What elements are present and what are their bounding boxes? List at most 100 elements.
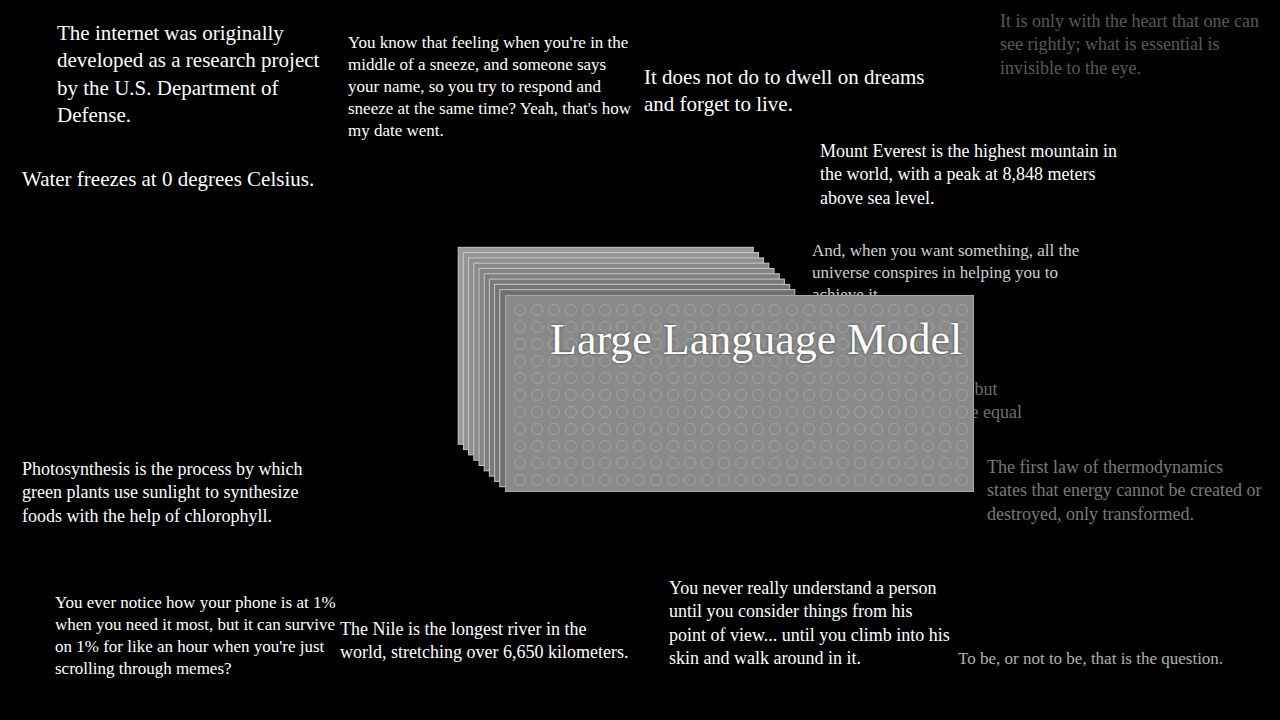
neuron-dot <box>532 441 543 452</box>
neuron-dot <box>838 373 849 384</box>
neuron-dot <box>634 305 645 316</box>
neuron-dot <box>838 458 849 469</box>
neuron-dot <box>753 373 764 384</box>
neuron-dot <box>702 373 713 384</box>
neuron-dot <box>668 305 679 316</box>
neuron-dot <box>889 441 900 452</box>
neuron-dot <box>702 407 713 418</box>
neuron-dot <box>753 424 764 435</box>
neuron-dot <box>855 305 866 316</box>
neuron-dot <box>583 373 594 384</box>
neuron-dot <box>736 305 747 316</box>
neuron-dot <box>906 441 917 452</box>
neuron-dot <box>906 390 917 401</box>
fact-snippet: The first law of thermodynamics states t… <box>987 456 1267 526</box>
neuron-dot <box>855 424 866 435</box>
neuron-dot <box>923 441 934 452</box>
neuron-dot <box>702 390 713 401</box>
neuron-dot <box>940 373 951 384</box>
neuron-dot <box>617 390 628 401</box>
neuron-dot <box>753 390 764 401</box>
neuron-dot <box>651 407 662 418</box>
neuron-dot <box>889 424 900 435</box>
neuron-dot <box>651 373 662 384</box>
neuron-dot <box>736 441 747 452</box>
neuron-dot <box>821 373 832 384</box>
neuron-dot <box>719 424 730 435</box>
neuron-dot <box>719 407 730 418</box>
neuron-dot <box>583 424 594 435</box>
neuron-dot <box>889 475 900 486</box>
neuron-dot <box>957 475 968 486</box>
neuron-dot <box>923 475 934 486</box>
neuron-dot <box>634 424 645 435</box>
neuron-dot <box>549 441 560 452</box>
neuron-dot <box>583 458 594 469</box>
neuron-dot <box>685 475 696 486</box>
neuron-dot <box>923 373 934 384</box>
neuron-dot <box>600 407 611 418</box>
neuron-dot <box>906 305 917 316</box>
neuron-dot <box>515 441 526 452</box>
neuron-dot <box>906 475 917 486</box>
neuron-dot <box>940 475 951 486</box>
neuron-dot <box>872 441 883 452</box>
neuron-dot <box>719 441 730 452</box>
neuron-dot <box>515 475 526 486</box>
neuron-dot <box>566 305 577 316</box>
neuron-dot <box>855 441 866 452</box>
neuron-dot <box>668 407 679 418</box>
neuron-dot <box>787 424 798 435</box>
neuron-dot <box>651 424 662 435</box>
neuron-dot <box>770 458 781 469</box>
neuron-dot <box>838 407 849 418</box>
neuron-dot <box>872 305 883 316</box>
neuron-dot <box>583 407 594 418</box>
neuron-dot <box>685 458 696 469</box>
neuron-dot <box>549 390 560 401</box>
neuron-dot <box>702 424 713 435</box>
neuron-dot <box>566 475 577 486</box>
neuron-dot <box>549 458 560 469</box>
neuron-dot <box>889 305 900 316</box>
neuron-dot <box>515 322 526 333</box>
neuron-dot <box>549 373 560 384</box>
neuron-dot <box>787 305 798 316</box>
neuron-dot <box>532 407 543 418</box>
neuron-dot <box>872 458 883 469</box>
neuron-dot <box>838 305 849 316</box>
neuron-dot <box>685 424 696 435</box>
neuron-dot <box>583 475 594 486</box>
neuron-dot <box>566 441 577 452</box>
neuron-dot <box>532 305 543 316</box>
neuron-dot <box>668 475 679 486</box>
neuron-dot <box>634 373 645 384</box>
neuron-dot <box>515 356 526 367</box>
fact-snippet: You ever notice how your phone is at 1% … <box>55 592 340 680</box>
neuron-dot <box>770 305 781 316</box>
neuron-dot <box>549 475 560 486</box>
neuron-dot <box>651 390 662 401</box>
neuron-dot <box>872 475 883 486</box>
neuron-dot <box>617 458 628 469</box>
neuron-dot <box>770 441 781 452</box>
neuron-dot <box>549 305 560 316</box>
neuron-dot <box>566 407 577 418</box>
neuron-dot <box>532 390 543 401</box>
neuron-dot <box>515 390 526 401</box>
neuron-dot <box>906 458 917 469</box>
neuron-dot <box>634 458 645 469</box>
neuron-dot <box>515 458 526 469</box>
neuron-dot <box>855 390 866 401</box>
neuron-dot <box>872 373 883 384</box>
neuron-dot <box>651 441 662 452</box>
neuron-dot <box>804 458 815 469</box>
neuron-dot <box>889 407 900 418</box>
neuron-dot <box>906 407 917 418</box>
neuron-dot <box>804 407 815 418</box>
neuron-dot <box>855 458 866 469</box>
neuron-dot <box>600 475 611 486</box>
neuron-dot <box>515 339 526 350</box>
neuron-dot <box>685 305 696 316</box>
neuron-dot <box>804 390 815 401</box>
